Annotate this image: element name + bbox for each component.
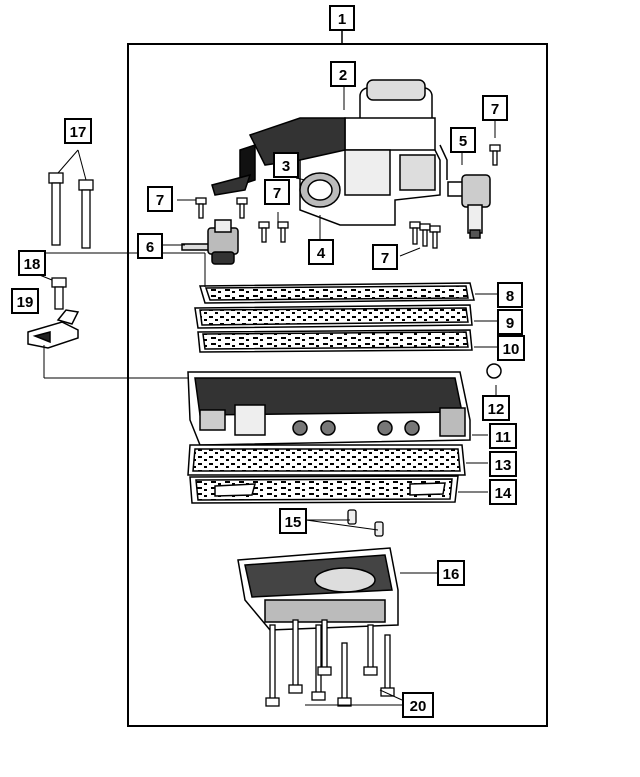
o-ring-part-12 — [486, 363, 502, 379]
separator-plate-part-14 — [189, 475, 459, 504]
callout-20-label: 20 — [410, 698, 427, 715]
callout-15: 15 — [279, 508, 307, 534]
callout-5: 5 — [450, 127, 476, 153]
speed-sensor-part-6 — [181, 219, 239, 265]
callout-10-label: 10 — [503, 341, 520, 358]
callout-18: 18 — [18, 250, 46, 276]
callout-7-right-bottom: 7 — [372, 244, 398, 270]
upper-valve-body-part-11 — [187, 371, 471, 446]
callout-7c-label: 7 — [491, 101, 499, 118]
callout-9-label: 9 — [506, 315, 514, 332]
callout-8: 8 — [497, 282, 523, 308]
pins-part-15 — [347, 509, 384, 537]
bolts-part-17 — [48, 172, 94, 249]
leader-lines — [31, 86, 497, 706]
gasket-part-13 — [187, 444, 466, 476]
callout-15-label: 15 — [285, 514, 302, 531]
callout-1: 1 — [329, 5, 355, 31]
callout-7-left: 7 — [147, 186, 173, 212]
callout-12: 12 — [482, 395, 510, 421]
callout-6: 6 — [137, 233, 163, 259]
callout-7a-label: 7 — [156, 192, 164, 209]
callout-19: 19 — [11, 288, 39, 314]
callout-11: 11 — [489, 423, 517, 449]
callout-16-label: 16 — [443, 566, 460, 583]
separator-plate-part-8 — [199, 282, 475, 304]
bracket-part-19 — [27, 309, 80, 349]
callout-14: 14 — [489, 479, 517, 505]
gasket-part-9 — [194, 304, 473, 329]
speed-sensor-right — [461, 174, 491, 239]
assembly-frame — [127, 43, 548, 727]
callout-7-center: 7 — [264, 179, 290, 205]
callout-17-label: 17 — [70, 124, 87, 141]
callout-3: 3 — [273, 152, 299, 178]
callout-14-label: 14 — [495, 485, 512, 502]
callout-11-label: 11 — [495, 429, 511, 446]
callout-7d-label: 7 — [381, 250, 389, 267]
callout-4: 4 — [308, 239, 334, 265]
callout-13: 13 — [489, 451, 517, 477]
callout-5-label: 5 — [459, 133, 467, 150]
callout-13-label: 13 — [495, 457, 512, 474]
bolts-part-7 — [195, 144, 501, 249]
callout-9: 9 — [497, 309, 523, 335]
callout-7-right-top: 7 — [482, 95, 508, 121]
callout-12-label: 12 — [488, 401, 505, 418]
callout-16: 16 — [437, 560, 465, 586]
tcm-module-assembly — [211, 79, 441, 226]
bolts-part-20 — [265, 619, 395, 707]
callout-20: 20 — [402, 692, 434, 718]
callout-4-label: 4 — [317, 245, 326, 262]
bolt-part-18 — [51, 277, 67, 310]
callout-1-label: 1 — [338, 11, 346, 28]
callout-3-label: 3 — [282, 158, 290, 175]
callout-19-label: 19 — [17, 294, 34, 311]
callout-8-label: 8 — [506, 288, 514, 305]
callout-10: 10 — [497, 335, 525, 361]
lower-valve-body-part-16 — [237, 547, 399, 631]
callout-2-label: 2 — [339, 67, 347, 84]
callout-18-label: 18 — [24, 256, 41, 273]
callout-6-label: 6 — [146, 239, 154, 256]
callout-2: 2 — [330, 61, 356, 87]
callout-17: 17 — [64, 118, 92, 144]
callout-7b-label: 7 — [273, 185, 281, 202]
gasket-part-10 — [197, 329, 473, 353]
